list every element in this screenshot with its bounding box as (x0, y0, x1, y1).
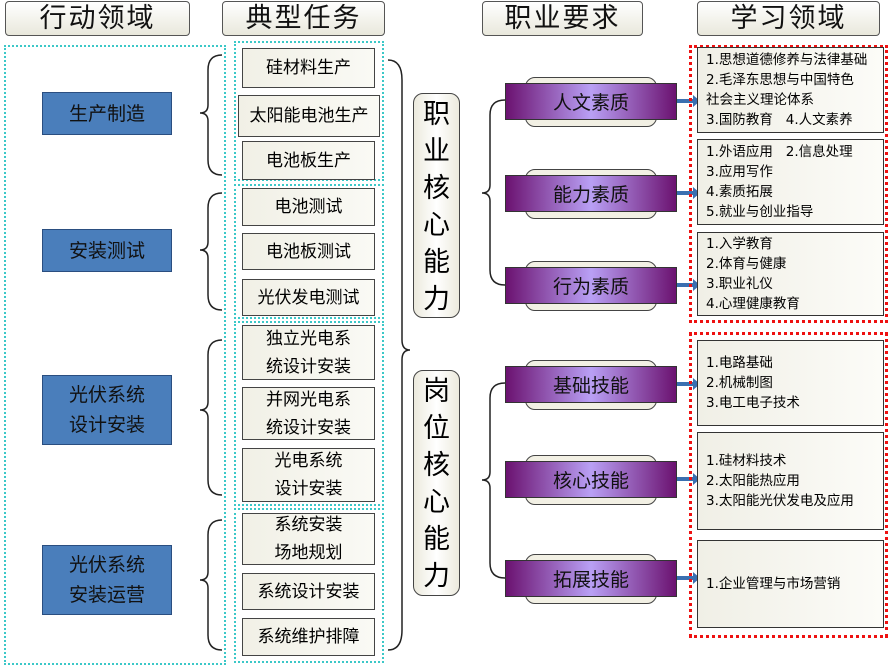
quality-humanities: 人文素质 (505, 83, 677, 120)
task-box: 独立光电系 统设计安装 (242, 325, 375, 380)
course-item: 1.电路基础 (706, 355, 773, 371)
course-item: 2.体育与健康 (706, 256, 787, 272)
arrow-icon (677, 572, 700, 584)
skill-extension: 拓展技能 (505, 560, 677, 597)
arrow-icon (677, 473, 700, 485)
arrow-icon (677, 378, 700, 390)
learning-box: 1.企业管理与市场营销 (697, 540, 884, 628)
course-item: 1.企业管理与市场营销 (706, 576, 841, 592)
task-box: 电池板生产 (242, 141, 375, 180)
course-item: 3.电工电子技术 (706, 395, 800, 411)
course-item: 1.硅材料技术 (706, 453, 787, 469)
learning-group-skills (689, 332, 888, 638)
course-item: 2.太阳能热应用 (706, 473, 800, 489)
course-item: 3.太阳能光伏发电及应用 (706, 493, 854, 509)
task-box: 电池测试 (242, 188, 375, 226)
learning-box: 1.入学教育 2.体育与健康 3.职业礼仪 4.心理健康教育 (697, 232, 884, 316)
skill-core: 核心技能 (505, 461, 677, 498)
skill-basic: 基础技能 (505, 366, 677, 403)
learning-box: 1.电路基础 2.机械制图 3.电工电子技术 (697, 340, 884, 426)
task-group-design (234, 321, 384, 506)
task-box: 并网光电系 统设计安装 (242, 387, 375, 440)
learning-box: 1.外语应用 2.信息处理 3.应用写作 4.素质拓展 5.就业与创业指导 (697, 139, 884, 225)
course-item: 1.入学教育 (706, 236, 773, 252)
course-item: 3.职业礼仪 (706, 276, 773, 292)
task-box: 太阳能电池生产 (238, 95, 380, 137)
arrow-icon (677, 95, 700, 107)
course-item: 1.外语应用 2.信息处理 (706, 144, 853, 160)
task-group-production (234, 41, 384, 181)
task-box: 硅材料生产 (242, 48, 375, 88)
action-domain-production: 生产制造 (42, 92, 172, 135)
header-learning-domains: 学习领域 (697, 1, 880, 36)
header-career-requirements: 职业要求 (482, 1, 643, 36)
action-domain-container (4, 45, 226, 665)
course-item: 5.就业与创业指导 (706, 204, 814, 220)
course-item: 3.国防教育 4.人文素养 (706, 112, 853, 128)
course-item: 2.毛泽东思想与中国特色 (706, 72, 854, 88)
action-domain-system-design: 光伏系统 设计安装 (42, 375, 172, 445)
task-box: 光伏发电测试 (242, 279, 375, 316)
course-item: 4.心理健康教育 (706, 296, 800, 312)
learning-box: 1.硅材料技术 2.太阳能热应用 3.太阳能光伏发电及应用 (697, 432, 884, 530)
action-domain-installation-test: 安装测试 (42, 229, 172, 272)
task-box: 光电系统 设计安装 (242, 448, 375, 502)
course-item: 社会主义理论体系 (706, 92, 814, 108)
course-item: 3.应用写作 (706, 164, 773, 180)
task-box: 系统设计安装 (242, 573, 375, 610)
header-typical-tasks: 典型任务 (222, 1, 385, 36)
ability-professional-core: 职业核心能力 (413, 93, 460, 318)
quality-ability: 能力素质 (505, 175, 677, 212)
arrow-icon (677, 187, 700, 199)
header-action-domain: 行动领域 (5, 1, 190, 36)
arrow-icon (677, 279, 700, 291)
task-box: 系统安装 场地规划 (242, 513, 375, 565)
course-item: 4.素质拓展 (706, 184, 773, 200)
task-group-operation (234, 508, 384, 663)
task-box: 系统维护排障 (242, 618, 375, 656)
action-domain-system-operation: 光伏系统 安装运营 (42, 545, 172, 615)
task-box: 电池板测试 (242, 233, 375, 270)
learning-box: 1.思想道德修养与法律基础 2.毛泽东思想与中国特色社会主义理论体系 3.国防教育 … (697, 47, 884, 133)
learning-group-quality (689, 45, 888, 323)
course-item: 2.机械制图 (706, 375, 773, 391)
ability-position-core: 岗位核心能力 (413, 370, 460, 596)
quality-behavior: 行为素质 (505, 267, 677, 304)
task-group-testing (234, 184, 384, 319)
course-item: 1.思想道德修养与法律基础 (706, 52, 868, 68)
